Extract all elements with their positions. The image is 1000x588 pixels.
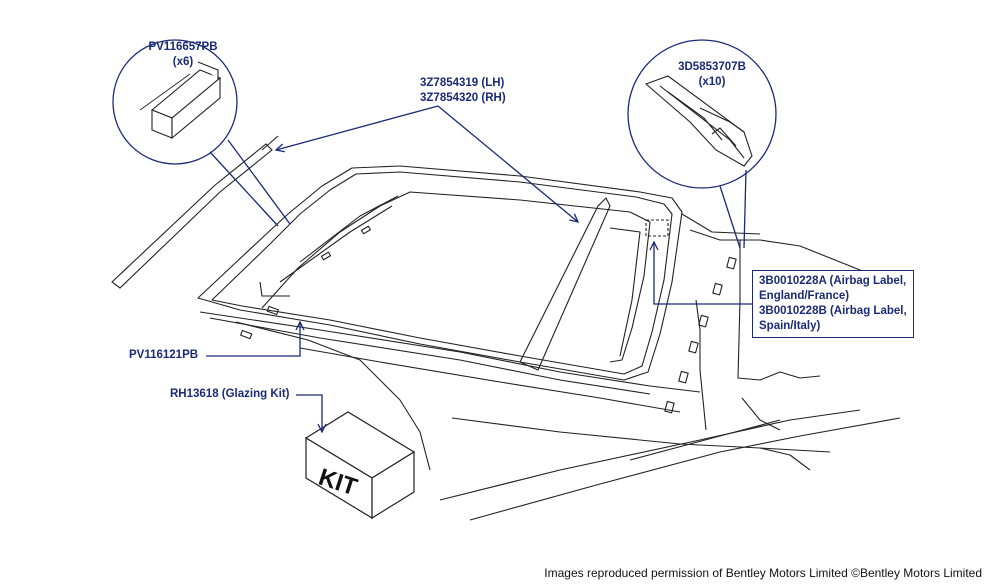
- moulding-strip-center: [519, 197, 611, 371]
- clip-quantity: (x6): [172, 56, 194, 68]
- leader-moulding-left: [276, 105, 439, 150]
- clip-part-number: PV116657PB: [148, 41, 218, 53]
- airbag-label-a-line2: England/France): [759, 290, 850, 302]
- retainer-callout-circle: [627, 39, 777, 249]
- airbag-label-b-line1: 3B0010228B (Airbag Label,: [759, 305, 907, 317]
- retainer-quantity: (x10): [698, 76, 726, 88]
- retainer-part-label: 3D5853707B (x10): [662, 60, 762, 90]
- airbag-label-b-line2: Spain/Italy): [759, 320, 821, 332]
- clip-block-icon: [139, 61, 222, 140]
- windscreen-drawing: [197, 165, 901, 521]
- leader-airbag-label: [654, 242, 752, 305]
- leader-glazing-kit: [296, 394, 322, 432]
- lower-part-label: PV116121PB: [129, 349, 199, 361]
- leader-moulding-center: [437, 105, 578, 222]
- clip-callout-circle: [112, 39, 291, 227]
- moulding-lh-number: 3Z7854319 (LH): [420, 77, 505, 89]
- retainer-clip-icon: [644, 75, 753, 167]
- glazing-kit-box-icon: [304, 411, 416, 520]
- airbag-label-a-line1: 3B0010228A (Airbag Label,: [759, 275, 907, 287]
- moulding-rh-number: 3Z7854320 (RH): [420, 92, 506, 104]
- copyright-credit: Images reproduced permission of Bentley …: [544, 566, 982, 580]
- moulding-strip-left: [111, 135, 279, 289]
- glazing-kit-label: RH13618 (Glazing Kit): [170, 388, 290, 400]
- airbag-label-callout: 3B0010228A (Airbag Label, England/France…: [752, 270, 914, 338]
- moulding-part-label: 3Z7854319 (LH) 3Z7854320 (RH): [420, 76, 506, 106]
- clip-part-label: PV116657PB (x6): [133, 40, 233, 70]
- retainer-part-number: 3D5853707B: [678, 61, 746, 73]
- leader-lower-part: [206, 322, 300, 357]
- callout-leaders: [206, 105, 752, 432]
